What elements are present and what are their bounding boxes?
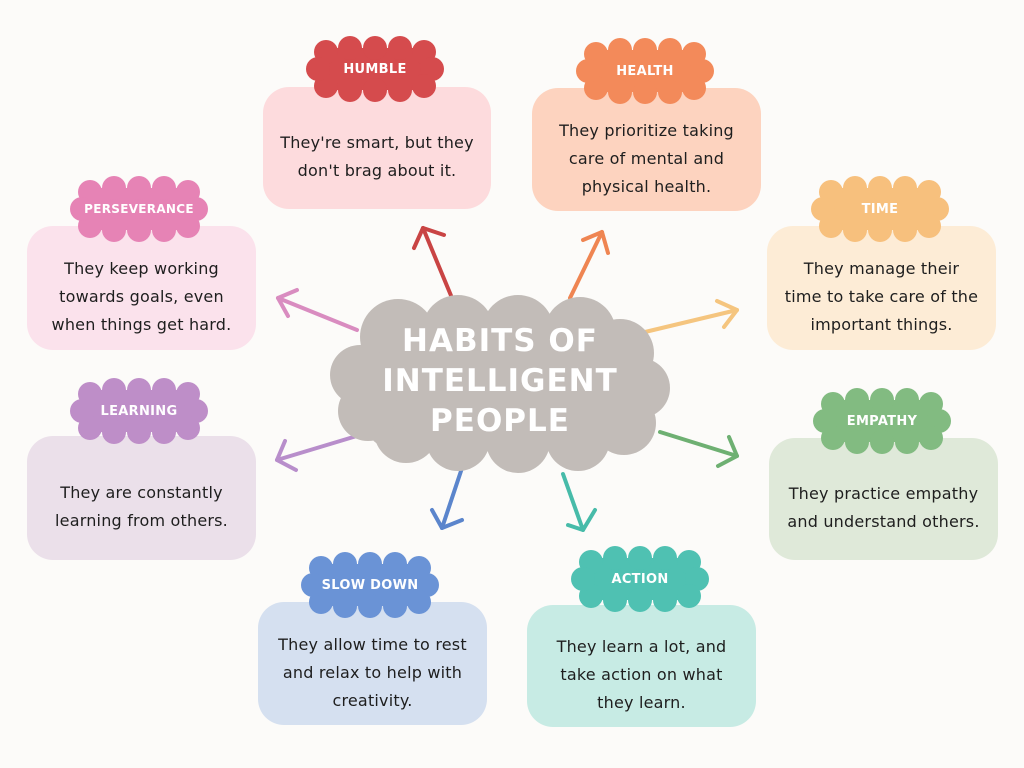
scalloped-tag-shape: [306, 36, 444, 102]
arrow-slow-down: [430, 460, 466, 530]
habit-tag-learning: LEARNING: [70, 378, 208, 444]
title-line-3: PEOPLE: [430, 403, 570, 439]
arrow-health: [568, 230, 610, 300]
habit-description: They allow time to rest and relax to hel…: [278, 634, 467, 710]
habit-tag-action: ACTION: [571, 546, 709, 612]
habit-tag-humble: HUMBLE: [306, 36, 444, 102]
scalloped-tag-shape: [70, 378, 208, 444]
habit-card-time: They manage their time to take care of t…: [767, 226, 996, 350]
scalloped-tag-shape: [571, 546, 709, 612]
habit-card-perseverance: They keep working towards goals, even wh…: [27, 226, 256, 350]
scalloped-tag-shape: [301, 552, 439, 618]
habit-description: They learn a lot, and take action on wha…: [556, 637, 727, 712]
habit-label: HUMBLE: [343, 61, 407, 77]
habit-tag-health: HEALTH: [576, 38, 714, 104]
habit-label: ACTION: [611, 571, 669, 587]
habit-description: They prioritize taking care of mental an…: [559, 120, 734, 196]
central-title: HABITS OF INTELLIGENT PEOPLE: [328, 321, 672, 441]
cloud-shape: [330, 295, 670, 473]
central-title-cloud: HABITS OF INTELLIGENT PEOPLE: [328, 293, 672, 473]
title-line-1: HABITS OF: [402, 323, 598, 359]
scalloped-tag-shape: [813, 388, 951, 454]
title-line-2: INTELLIGENT: [382, 363, 618, 399]
habit-tag-perseverance: PERSEVERANCE: [70, 176, 208, 242]
habit-card-humble: They're smart, but they don't brag about…: [263, 87, 491, 209]
arrow-learning: [275, 433, 362, 472]
habit-description: They are constantly learning from others…: [55, 483, 228, 530]
habit-tag-time: TIME: [811, 176, 949, 242]
habit-label: LEARNING: [100, 403, 178, 419]
habit-card-slow-down: They allow time to rest and relax to hel…: [258, 602, 487, 725]
habit-label: TIME: [861, 201, 899, 217]
habit-label: EMPATHY: [846, 413, 918, 429]
habit-label: HEALTH: [616, 63, 674, 79]
habit-description: They manage their time to take care of t…: [784, 259, 979, 334]
arrow-empathy: [658, 430, 739, 468]
habit-description: They're smart, but they don't brag about…: [280, 133, 474, 180]
habit-card-learning: They are constantly learning from others…: [27, 436, 256, 560]
habit-label: SLOW DOWN: [321, 577, 419, 593]
arrow-humble: [412, 226, 454, 300]
habit-description: They keep working towards goals, even wh…: [51, 259, 232, 334]
habit-card-empathy: They practice empathy and understand oth…: [769, 438, 998, 560]
arrow-perseverance: [276, 288, 359, 332]
scalloped-tag-shape: [70, 176, 208, 242]
habit-card-action: They learn a lot, and take action on wha…: [527, 605, 756, 727]
habit-tag-empathy: EMPATHY: [813, 388, 951, 454]
arrow-action: [561, 472, 597, 532]
scalloped-tag-shape: [576, 38, 714, 104]
scalloped-tag-shape: [811, 176, 949, 242]
habit-card-health: They prioritize taking care of mental an…: [532, 88, 761, 211]
habit-label: PERSEVERANCE: [84, 202, 194, 216]
habit-description: They practice empathy and understand oth…: [787, 484, 980, 531]
arrow-time: [643, 299, 739, 334]
habit-tag-slow-down: SLOW DOWN: [301, 552, 439, 618]
